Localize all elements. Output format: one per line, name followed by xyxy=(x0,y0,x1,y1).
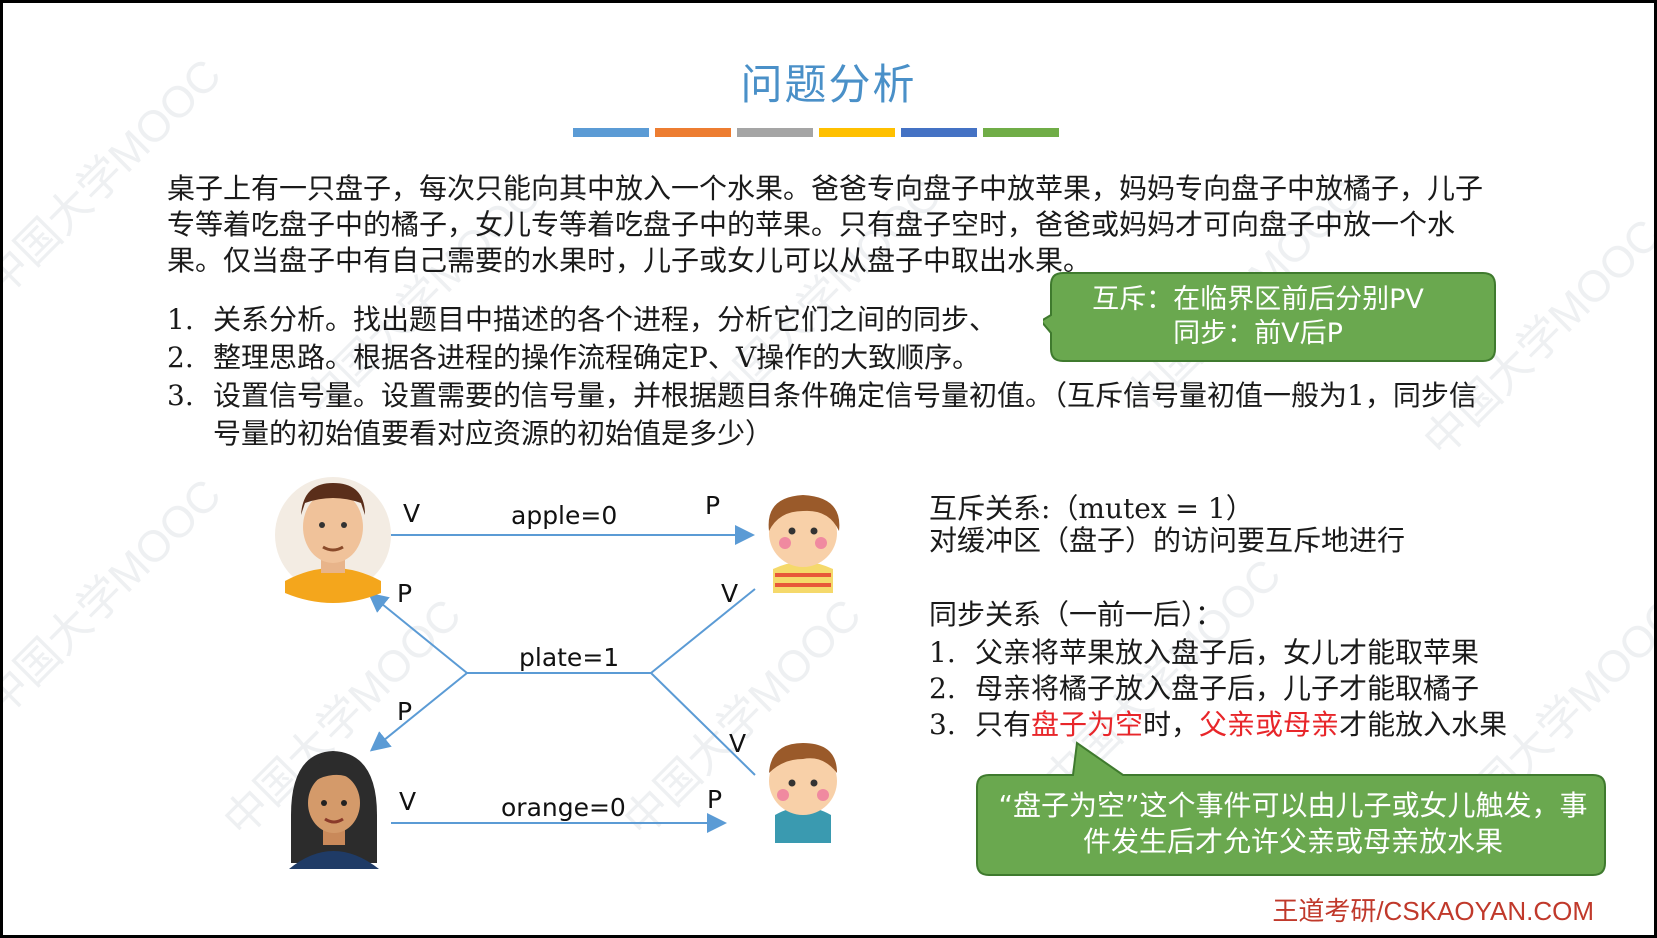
label-plate: plate=1 xyxy=(519,643,620,672)
plate-to-father-arrow xyxy=(367,592,468,674)
label-V-son: V xyxy=(729,729,747,758)
color-bar-segment xyxy=(983,128,1059,137)
callout-text-bottom: “盘子为空”这个事件可以由儿子或女儿触发，事件发生后才允许父亲或母亲放水果 xyxy=(998,789,1588,858)
color-bar-segment xyxy=(655,128,731,137)
color-bar-segment xyxy=(819,128,895,137)
father-avatar xyxy=(275,477,391,603)
highlight-plate-empty: 盘子为空 xyxy=(1031,708,1144,741)
mother-avatar xyxy=(289,751,379,869)
sync-title: 同步关系（一前一后）： xyxy=(929,598,1224,631)
color-bar-segment xyxy=(737,128,813,137)
problem-statement: 桌子上有一只盘子，每次只能向其中放入一个水果。爸爸专向盘子中放苹果，妈妈专向盘子… xyxy=(167,172,1484,277)
sync-item: 2.母亲将橘子放入盘子后，儿子才能取橘子 xyxy=(929,672,1480,705)
step-item: 3.设置信号量。设置需要的信号量，并根据题目条件确定信号量初值。（互斥信号量初值… xyxy=(167,379,1477,450)
process-diagram xyxy=(275,477,840,869)
son-avatar xyxy=(769,743,837,843)
callout-bubble-top xyxy=(1043,272,1496,362)
daughter-avatar xyxy=(768,495,840,593)
plate-to-mother-arrow xyxy=(369,672,468,752)
mutex-description: 对缓冲区（盘子）的访问要互斥地进行 xyxy=(929,524,1406,557)
daughter-to-plate-line xyxy=(650,588,756,674)
mutex-title: 互斥关系:（mutex = 1） xyxy=(929,492,1254,525)
label-V-daughter: V xyxy=(721,579,739,608)
label-apple: apple=0 xyxy=(511,501,618,530)
step-item: 2.整理思路。根据各进程的操作流程确定P、V操作的大致顺序。 xyxy=(167,341,981,374)
callout-bubble-bottom xyxy=(976,741,1606,876)
sync-item: 3.只有盘子为空时，父亲或母亲才能放入水果 xyxy=(929,708,1508,741)
label-orange: orange=0 xyxy=(501,793,626,822)
step-list: 1.关系分析。找出题目中描述的各个进程，分析它们之间的同步、 2.整理思路。根据… xyxy=(167,301,1497,453)
label-P-son: P xyxy=(707,785,723,814)
brand-text: 王道考研/CSKAOYAN.COM xyxy=(1272,896,1594,926)
label-P-father: P xyxy=(397,579,413,608)
label-P-mother: P xyxy=(397,697,413,726)
sync-item: 1.父亲将苹果放入盘子后，女儿才能取苹果 xyxy=(929,636,1480,669)
highlight-father-or-mother: 父亲或母亲 xyxy=(1199,708,1340,741)
step-item: 1.关系分析。找出题目中描述的各个进程，分析它们之间的同步、 xyxy=(167,303,998,336)
page-title: 问题分析 xyxy=(740,60,917,109)
callout-text-top: 互斥：在临界区前后分别PV 同步：前V后P xyxy=(1092,284,1424,349)
label-V-mother: V xyxy=(399,787,417,816)
label-P-daughter: P xyxy=(705,491,721,520)
son-to-plate-line xyxy=(650,672,756,776)
color-bar-segment xyxy=(901,128,977,137)
label-V-father: V xyxy=(403,499,421,528)
color-bar-segment xyxy=(573,128,649,137)
